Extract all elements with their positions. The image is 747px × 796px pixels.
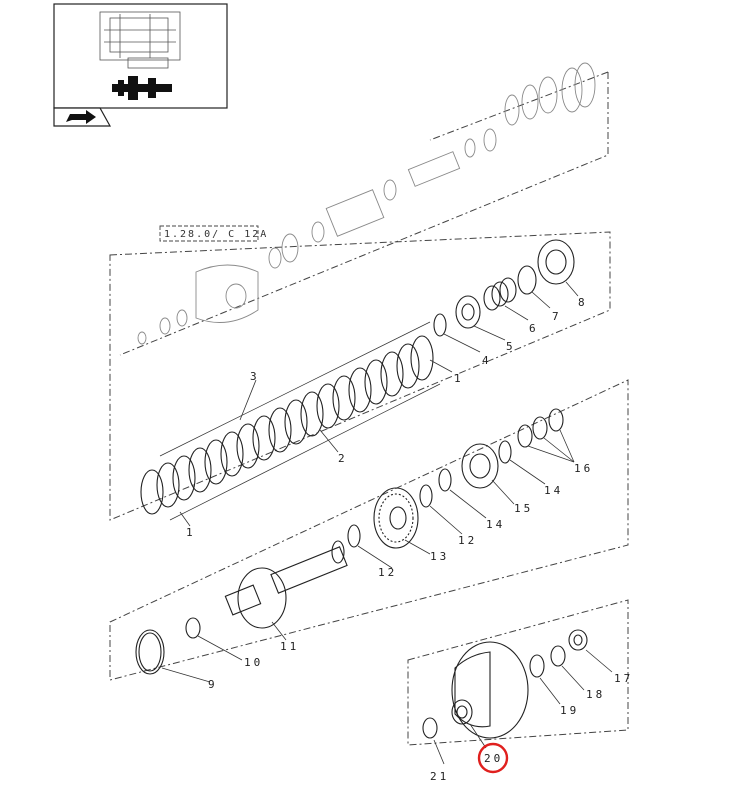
callout-12b[interactable]: 12 <box>458 534 477 547</box>
snap-ring-4 <box>433 313 447 337</box>
arrow-back-icon[interactable] <box>53 107 112 127</box>
callout-8[interactable]: 8 <box>578 296 588 309</box>
callout-4[interactable]: 4 <box>482 354 492 367</box>
ring-14b <box>498 440 512 464</box>
svg-text:1.28.0/ C 12A: 1.28.0/ C 12A <box>164 229 268 240</box>
callout-13[interactable]: 13 <box>430 550 449 563</box>
callout-19[interactable]: 19 <box>560 704 579 717</box>
callout-6[interactable]: 6 <box>529 322 539 335</box>
ring-21 <box>422 717 438 739</box>
shaft-11 <box>224 540 348 629</box>
callout-7[interactable]: 7 <box>552 310 562 323</box>
clutch-disc-stack <box>140 335 434 515</box>
callout-11[interactable]: 11 <box>280 640 299 653</box>
callout-20[interactable]: 20 <box>484 752 503 765</box>
ring-9 <box>135 629 165 675</box>
bearing-8 <box>537 239 575 285</box>
callout-18[interactable]: 18 <box>586 688 605 701</box>
callout-1b[interactable]: 1 <box>454 372 464 385</box>
callout-2[interactable]: 2 <box>338 452 348 465</box>
bushing-17 <box>568 629 588 651</box>
callout-16[interactable]: 16 <box>574 462 593 475</box>
callout-1a[interactable]: 1 <box>186 526 196 539</box>
callout-14a[interactable]: 14 <box>486 518 505 531</box>
bearing-15 <box>461 443 499 489</box>
callout-21[interactable]: 21 <box>430 770 449 783</box>
ring-14a <box>438 468 452 492</box>
ring-12a <box>347 524 361 548</box>
reference-box[interactable]: 1.28.0/ C 12A <box>159 225 268 242</box>
rings-16 <box>517 408 564 448</box>
callout-17[interactable]: 17 <box>614 672 633 685</box>
hub-20 <box>451 641 529 739</box>
ring-7 <box>517 265 537 295</box>
callout-12a[interactable]: 12 <box>378 566 397 579</box>
upper-assembly-outline: 1.28.0/ C 12A <box>119 62 609 356</box>
clutch-pack-group: 1 3 2 1 4 5 6 7 8 <box>109 231 611 539</box>
ring-19 <box>529 654 545 678</box>
callout-5[interactable]: 5 <box>506 340 516 353</box>
callout-10[interactable]: 10 <box>244 656 263 669</box>
ring-12b <box>419 484 433 508</box>
hub-group: 21 20 19 18 17 <box>407 599 633 783</box>
ring-10 <box>185 617 201 639</box>
shaft-gear-group: 9 10 11 12 13 12 14 15 14 16 <box>109 379 629 691</box>
callout-15[interactable]: 15 <box>514 502 533 515</box>
callout-9[interactable]: 9 <box>208 678 218 691</box>
callout-3[interactable]: 3 <box>250 370 260 383</box>
bearing-5 <box>455 295 481 329</box>
callout-14b[interactable]: 14 <box>544 484 563 497</box>
gear-13 <box>373 487 419 549</box>
transmission-thumbnail[interactable] <box>53 3 228 109</box>
highlight-ring <box>477 742 509 774</box>
ring-18 <box>550 645 566 667</box>
seal-rings-6 <box>483 277 517 311</box>
